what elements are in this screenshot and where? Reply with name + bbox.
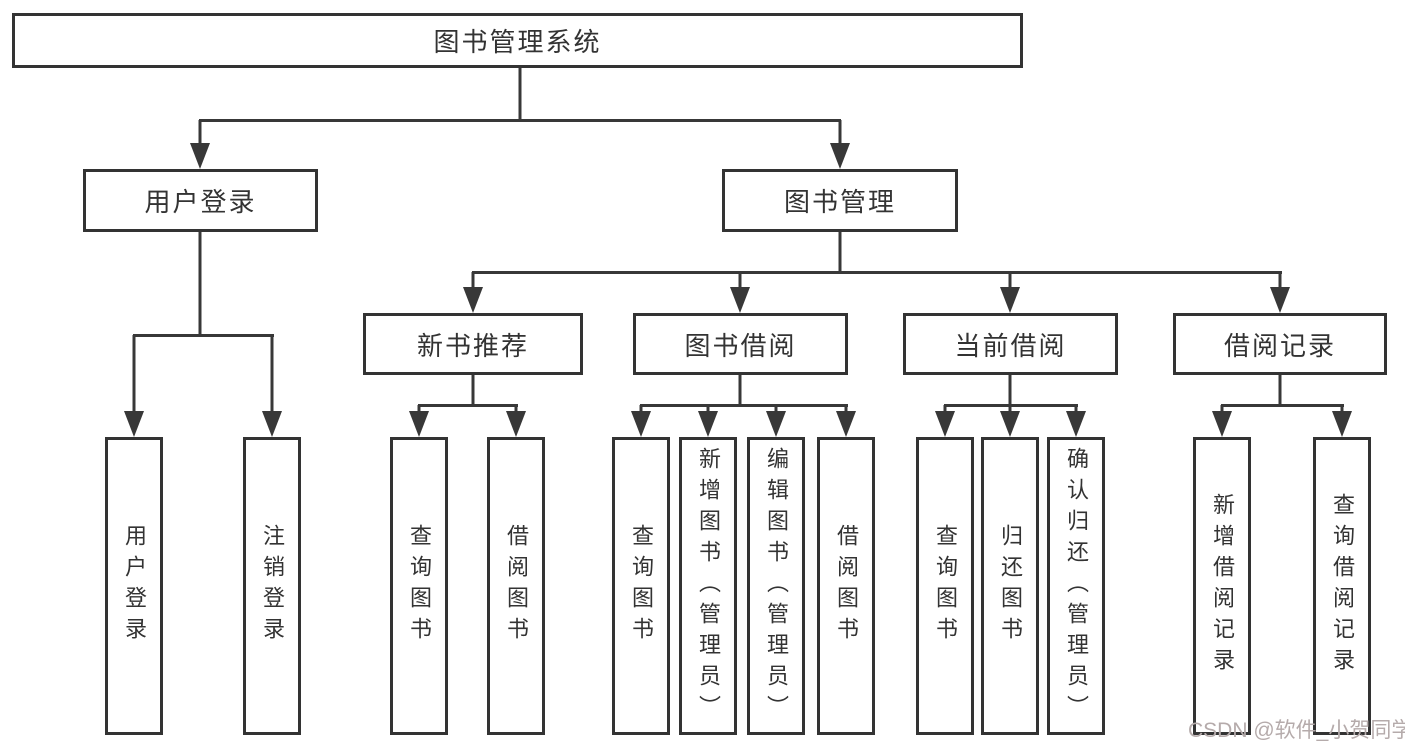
arrow-down-query-borrow-record xyxy=(1332,411,1352,437)
node-book-management-label: 图书管理 xyxy=(783,187,896,217)
leaf-query-books-3: 查询图书 xyxy=(916,437,974,735)
connector-borrow-records-hline xyxy=(1221,404,1344,407)
arrow-down-book-management xyxy=(830,143,850,169)
leaf-confirm-return-admin: 确认归还（管理员） xyxy=(1047,437,1105,735)
leaf-query-books-1: 查询图书 xyxy=(390,437,448,735)
connector-stem-leaf-user-login xyxy=(132,335,136,415)
node-current-borrowing-label: 当前借阅 xyxy=(954,330,1067,361)
connector-stem-add-borrow-record xyxy=(1220,405,1224,415)
arrow-down-leaf-logout xyxy=(262,411,282,437)
arrow-down-query-books-1 xyxy=(409,411,429,437)
arrow-down-query-books-3 xyxy=(935,411,955,437)
connector-stem-new-book-recommend xyxy=(471,272,475,290)
arrow-down-query-books-2 xyxy=(631,411,651,437)
leaf-borrow-books-2: 借阅图书 xyxy=(817,437,875,735)
connector-stem-return-books xyxy=(1008,405,1012,415)
connector-stem-current-borrowing xyxy=(1008,272,1012,290)
arrow-down-borrow-records xyxy=(1270,287,1290,313)
arrow-down-add-books-admin xyxy=(698,411,718,437)
node-root: 图书管理系统 xyxy=(12,13,1023,68)
arrow-down-borrow-books-1 xyxy=(506,411,526,437)
leaf-borrow-books-1-label: 借阅图书 xyxy=(504,524,529,648)
node-book-borrowing-label: 图书借阅 xyxy=(684,330,797,361)
connector-stem-user-login xyxy=(198,120,202,146)
connector-stem-query-books-2 xyxy=(639,405,643,415)
leaf-return-books-label: 归还图书 xyxy=(998,524,1023,648)
leaf-borrow-books-2-label: 借阅图书 xyxy=(834,524,859,648)
node-new-book-recommend: 新书推荐 xyxy=(363,313,583,375)
leaf-add-borrow-record: 新增借阅记录 xyxy=(1193,437,1251,735)
connector-book-management-stub xyxy=(838,232,842,274)
leaf-edit-books-admin-label: 编辑图书（管理员） xyxy=(764,446,789,726)
connector-stem-add-books-admin xyxy=(706,405,710,415)
node-borrow-records-label: 借阅记录 xyxy=(1223,330,1336,361)
arrow-down-confirm-return-admin xyxy=(1066,411,1086,437)
connector-borrow-records-stub xyxy=(1278,375,1282,407)
arrow-down-return-books xyxy=(1000,411,1020,437)
node-new-book-recommend-label: 新书推荐 xyxy=(416,330,529,361)
node-root-label: 图书管理系统 xyxy=(433,27,602,57)
leaf-query-books-2: 查询图书 xyxy=(612,437,670,735)
node-user-login-label: 用户登录 xyxy=(144,187,257,217)
node-current-borrowing: 当前借阅 xyxy=(903,313,1118,375)
connector-stem-edit-books-admin xyxy=(774,405,778,415)
leaf-add-books-admin-label: 新增图书（管理员） xyxy=(696,446,721,726)
connector-stem-confirm-return-admin xyxy=(1074,405,1078,415)
leaf-add-books-admin: 新增图书（管理员） xyxy=(679,437,737,735)
leaf-query-books-3-label: 查询图书 xyxy=(933,524,958,648)
connector-root-hline xyxy=(199,119,841,122)
arrow-down-leaf-user-login xyxy=(124,411,144,437)
connector-stem-query-books-3 xyxy=(943,405,947,415)
connector-current-borrowing-stub xyxy=(1008,375,1012,407)
leaf-user-login: 用户登录 xyxy=(105,437,163,735)
connector-stem-book-management xyxy=(838,120,842,146)
connector-stem-book-borrowing xyxy=(738,272,742,290)
arrow-down-current-borrowing xyxy=(1000,287,1020,313)
leaf-add-borrow-record-label: 新增借阅记录 xyxy=(1210,493,1235,679)
leaf-query-borrow-record: 查询借阅记录 xyxy=(1313,437,1371,735)
connector-stem-borrow-records xyxy=(1278,272,1282,290)
node-borrow-records: 借阅记录 xyxy=(1173,313,1387,375)
connector-stem-borrow-books-2 xyxy=(844,405,848,415)
connector-book-borrowing-stub xyxy=(738,375,742,407)
arrow-down-borrow-books-2 xyxy=(836,411,856,437)
leaf-query-books-1-label: 查询图书 xyxy=(407,524,432,648)
connector-user-login-hline xyxy=(133,334,274,337)
leaf-borrow-books-1: 借阅图书 xyxy=(487,437,545,735)
leaf-query-borrow-record-label: 查询借阅记录 xyxy=(1330,493,1355,679)
leaf-edit-books-admin: 编辑图书（管理员） xyxy=(747,437,805,735)
connector-stem-query-borrow-record xyxy=(1340,405,1344,415)
arrow-down-book-borrowing xyxy=(730,287,750,313)
connector-book-borrowing-hline xyxy=(640,404,848,407)
arrow-down-add-borrow-record xyxy=(1212,411,1232,437)
leaf-return-books: 归还图书 xyxy=(981,437,1039,735)
connector-new-book-recommend-hline xyxy=(418,404,518,407)
node-book-management: 图书管理 xyxy=(722,169,958,232)
connector-stem-query-books-1 xyxy=(417,405,421,415)
leaf-query-books-2-label: 查询图书 xyxy=(629,524,654,648)
leaf-logout: 注销登录 xyxy=(243,437,301,735)
arrow-down-user-login xyxy=(190,143,210,169)
leaf-confirm-return-admin-label: 确认归还（管理员） xyxy=(1064,446,1089,726)
connector-root-stub xyxy=(518,68,522,122)
connector-level3-hline xyxy=(472,271,1282,274)
leaf-user-login-label: 用户登录 xyxy=(122,524,147,648)
connector-stem-borrow-books-1 xyxy=(514,405,518,415)
arrow-down-new-book-recommend xyxy=(463,287,483,313)
leaf-logout-label: 注销登录 xyxy=(260,524,285,648)
node-user-login: 用户登录 xyxy=(83,169,318,232)
connector-new-book-recommend-stub xyxy=(471,375,475,407)
connector-user-login-stub xyxy=(198,232,202,337)
arrow-down-edit-books-admin xyxy=(766,411,786,437)
node-book-borrowing: 图书借阅 xyxy=(633,313,848,375)
csdn-watermark: CSDN @软件_小贺同学 xyxy=(1188,719,1405,742)
connector-stem-leaf-logout xyxy=(270,335,274,415)
